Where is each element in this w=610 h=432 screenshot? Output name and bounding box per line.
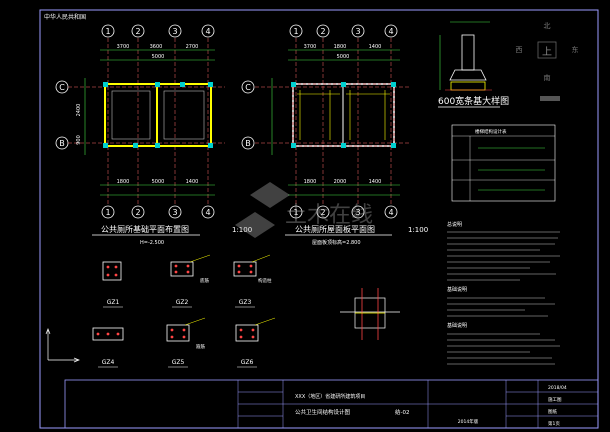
plan2-dim-total: 5000 — [337, 54, 350, 60]
plan2-roof: 1 2 3 4 1 2 3 4 C B 3700 1800 1400 5000 … — [241, 24, 428, 246]
plan2-grid-2: 2 — [320, 27, 325, 36]
plan2-dim-bottom-3: 1400 — [369, 179, 382, 185]
plan1-elev: H=-2.500 — [140, 240, 164, 246]
plan2-grid-3: 3 — [355, 27, 360, 36]
grid-4-bottom: 4 — [205, 208, 210, 217]
section-gz1: GZ1 — [107, 299, 120, 306]
plan2-grid-3-bottom: 3 — [355, 208, 360, 217]
grid-c: C — [59, 83, 65, 92]
general-notes: 总说明 基础说明 基础说明 — [447, 221, 560, 365]
plan1-foundation: 1 2 3 4 1 2 3 4 C B 3700 3600 2700 5000 — [55, 24, 252, 246]
plan1-dim-top-3: 2700 — [186, 44, 199, 50]
tb-right-1: 2018/04 — [548, 385, 567, 391]
plan1-scale: 1:100 — [232, 226, 252, 234]
plan2-title: 公共厕所屋面板平面图 — [295, 224, 375, 234]
section-gz6: GZ6 — [241, 359, 254, 366]
plan2-grid-1: 1 — [293, 27, 298, 36]
compass-s: 南 — [544, 73, 551, 82]
grid-1: 1 — [105, 27, 110, 36]
beam-column-detail — [340, 288, 400, 340]
beam-label-3: 箍筋 — [196, 343, 205, 350]
plan1-title: 公共厕所基础平面布置图 — [101, 224, 189, 234]
plan2-grid-1-bottom: 1 — [293, 208, 298, 217]
compass-n: 北 — [544, 22, 551, 30]
watermark-text: 土木在线 — [285, 203, 373, 228]
section-gz2: GZ2 — [176, 299, 189, 306]
plan2-grid-c: C — [245, 83, 251, 92]
tb-right-4: 第1页 — [548, 420, 560, 427]
tb-right-3: 图纸 — [548, 408, 557, 415]
plan2-grid-b: B — [245, 139, 251, 148]
compass-w: 西 — [516, 46, 523, 54]
grid-2: 2 — [135, 27, 140, 36]
beam-label-1: 底筋 — [200, 277, 209, 284]
compass-rose: 北 西 上 东 南 — [516, 22, 579, 101]
table-title: 楼梯结构设计表 — [475, 128, 507, 135]
grid-2-bottom: 2 — [135, 208, 140, 217]
plan2-dim-top-2: 1800 — [334, 44, 347, 50]
tb-right-2: 施工图 — [548, 396, 562, 403]
strip-footing-detail: 600宽条基大样图 — [438, 21, 509, 108]
plan1-dim-total: 5000 — [152, 54, 165, 60]
plan1-dim-bottom-2: 5000 — [152, 179, 165, 185]
plan1-dim-bottom-3: 1400 — [186, 179, 199, 185]
ucs-icon — [45, 328, 80, 363]
compass-e: 东 — [572, 45, 579, 54]
plan2-grid-2-bottom: 2 — [320, 208, 325, 217]
plan1-dim-top-2: 3600 — [150, 44, 163, 50]
plan1-dim-side-1: 2400 — [76, 104, 82, 117]
notes-heading-1: 总说明 — [447, 221, 462, 228]
plan1-dim-bottom-1: 1800 — [117, 179, 130, 185]
plan2-grid-4: 4 — [388, 27, 393, 36]
plan2-dim-bottom-2: 2000 — [334, 179, 347, 185]
tb-drawing: 公共卫生间结构设计图 — [295, 408, 351, 416]
plan1-dim-side-2: 900 — [76, 135, 82, 145]
plan2-dim-top-3: 1400 — [369, 44, 382, 50]
compass-center: 上 — [542, 46, 552, 58]
plan2-dim-bottom-1: 1800 — [304, 179, 317, 185]
section-gz4: GZ4 — [102, 359, 115, 366]
schedule-table: 楼梯结构设计表 — [451, 124, 556, 202]
watermark: 土木在线 — [235, 182, 373, 238]
grid-b: B — [59, 139, 65, 148]
column-sections: GZ1 GZ2 GZ3 GZ4 GZ5 GZ6 底筋 构造柱 箍筋 — [92, 254, 276, 368]
plan2-grid-4-bottom: 4 — [388, 208, 393, 217]
section-gz3: GZ3 — [239, 299, 252, 306]
grid-1-bottom: 1 — [105, 208, 110, 217]
plan2-dim-top-1: 3700 — [304, 44, 317, 50]
plan1-dim-top-1: 3700 — [117, 44, 130, 50]
title-block: XXX（地区）省建研所建筑项目 公共卫生间结构设计图 结-02 2014年版 2… — [64, 379, 599, 429]
beam-label-2: 构造柱 — [258, 277, 272, 284]
tb-sheet-no: 结-02 — [395, 408, 409, 416]
sheet-tag: 中华人民共和国 — [44, 13, 86, 21]
grid-3-bottom: 3 — [172, 208, 177, 217]
section-gz5: GZ5 — [172, 359, 185, 366]
tb-project: XXX（地区）省建研所建筑项目 — [295, 393, 365, 400]
plan2-scale: 1:100 — [408, 226, 428, 234]
grid-3: 3 — [172, 27, 177, 36]
notes-heading-2: 基础说明 — [447, 286, 467, 293]
notes-heading-3: 基础说明 — [447, 322, 467, 329]
grid-4: 4 — [205, 27, 210, 36]
plan2-note: 屋面板顶标高=2.800 — [312, 239, 361, 246]
detail-label: 600宽条基大样图 — [438, 95, 509, 107]
tb-date: 2014年版 — [458, 418, 479, 425]
